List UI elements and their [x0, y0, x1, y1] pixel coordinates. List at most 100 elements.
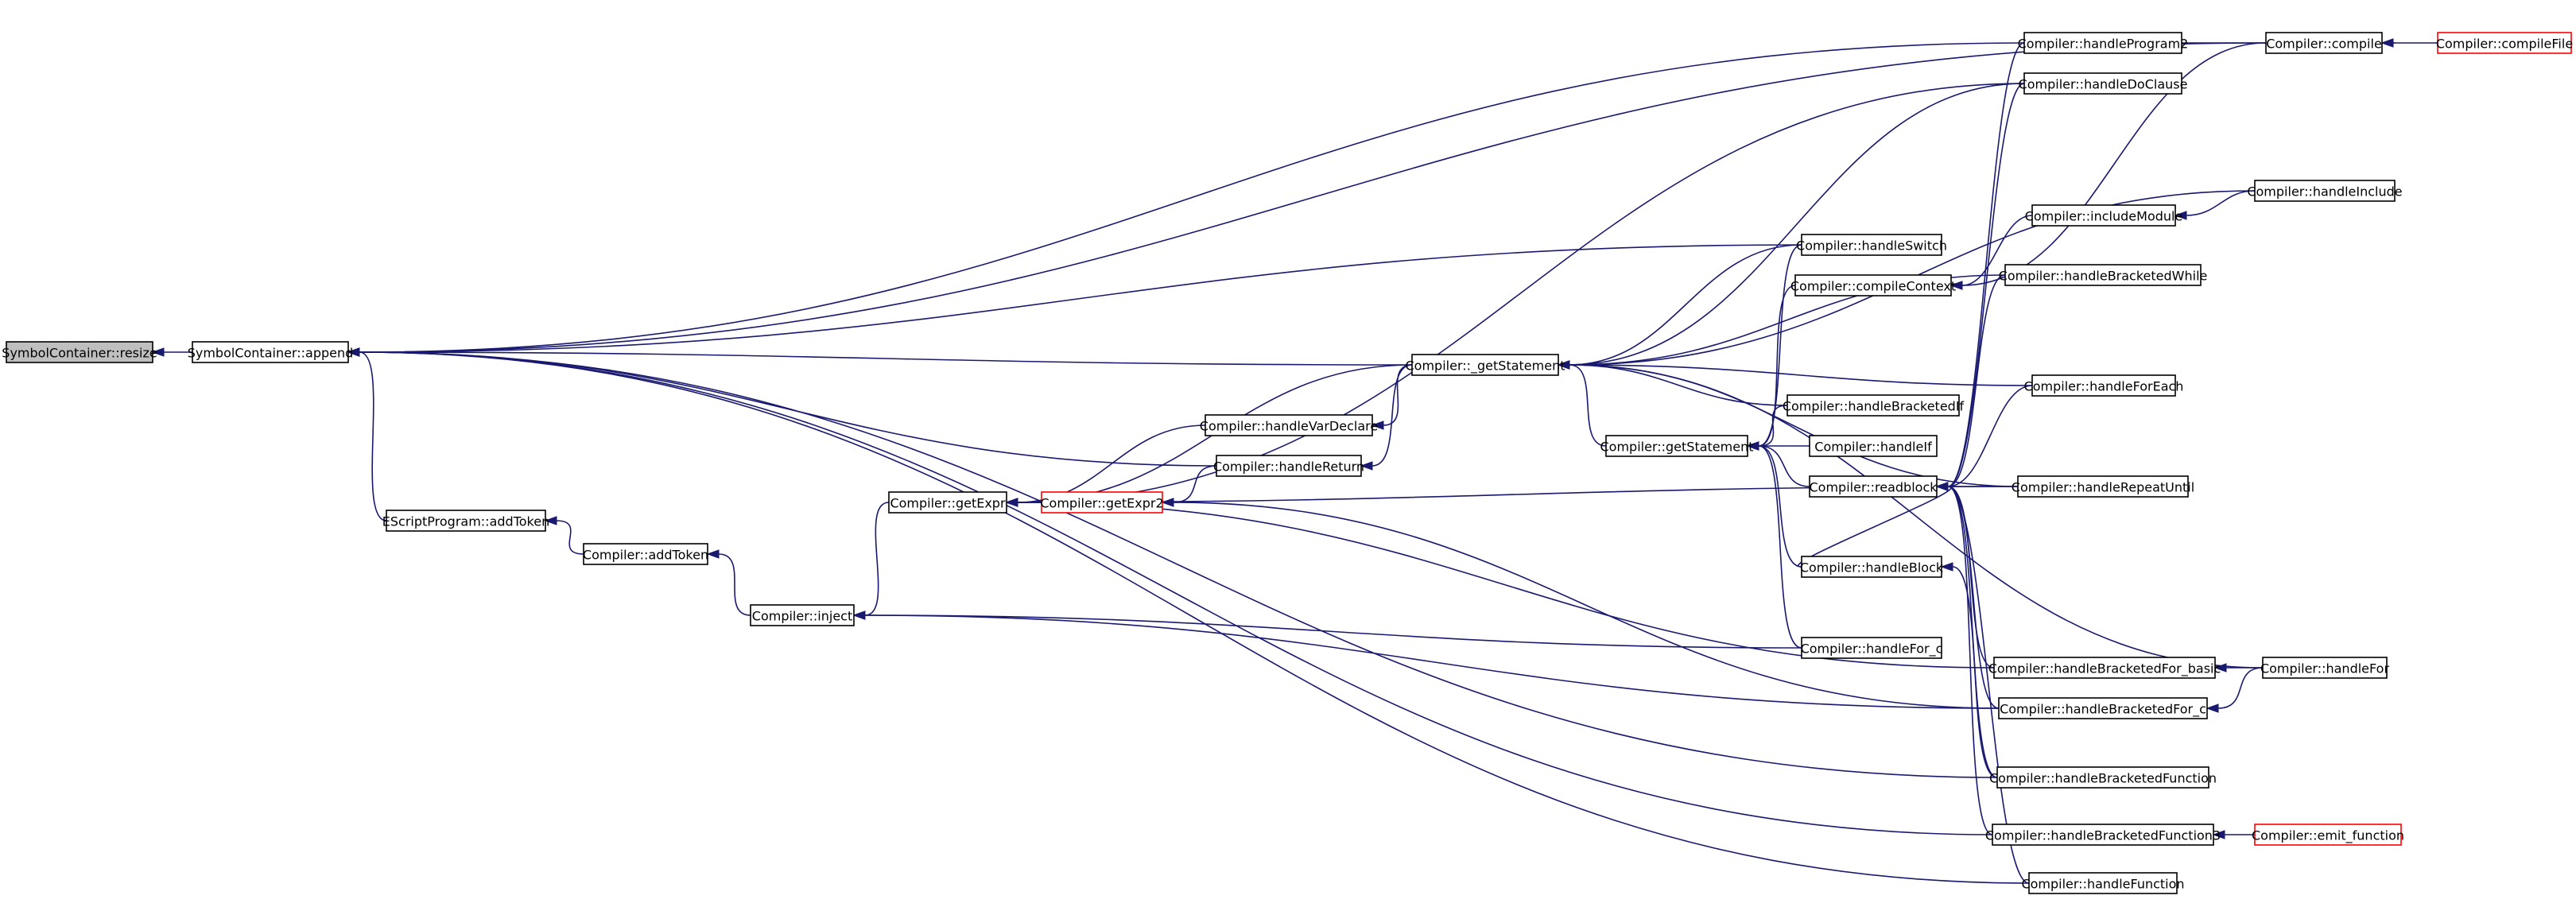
node-box — [386, 510, 546, 532]
edge-forEach-to-_getStatement — [1569, 364, 2033, 386]
node-label: Compiler::handleProgram2 — [2018, 37, 2189, 52]
node-handleInclude[interactable]: Compiler::handleInclude — [2247, 180, 2403, 202]
node-addToken[interactable]: Compiler::addToken — [583, 543, 708, 565]
node-label: Compiler::handleVarDeclare — [1200, 419, 1378, 434]
node-getExpr2[interactable]: Compiler::getExpr2 — [1040, 491, 1164, 514]
edge-compileContext-to-getStatement — [1758, 285, 1796, 447]
node-forEach[interactable]: Compiler::handleForEach — [2024, 374, 2184, 397]
edge-arrowhead — [1557, 360, 1570, 370]
edge-getStatement-to-_getStatement — [1569, 364, 1607, 447]
edge-arrowhead — [1005, 498, 1018, 507]
edge-bFunction3-to-append — [359, 351, 1993, 835]
node-handleSwitch[interactable]: Compiler::handleSwitch — [1796, 234, 1947, 256]
node-label: SymbolContainer::append — [188, 346, 354, 361]
node-getExpr[interactable]: Compiler::getExpr — [888, 491, 1007, 514]
node-handleFor[interactable]: Compiler::handleFor — [2260, 657, 2389, 679]
node-box — [1809, 435, 1938, 457]
node-box — [1605, 435, 1748, 457]
edge-bForC-to-inject — [864, 614, 2000, 709]
node-compileFile[interactable]: Compiler::compileFile — [2436, 32, 2573, 54]
node-repeatUntil[interactable]: Compiler::handleRepeatUntil — [2012, 475, 2194, 498]
node-label: Compiler::handleForEach — [2024, 379, 2184, 394]
node-box — [1996, 766, 2209, 789]
edge-addToken-to-esAddToken — [556, 520, 584, 555]
node-label: Compiler::handleIf — [1814, 440, 1932, 455]
node-box — [2262, 657, 2388, 679]
node-label: Compiler::handleBracketedIf — [1783, 399, 1965, 414]
node-label: Compiler::handleSwitch — [1796, 238, 1947, 254]
node-box — [1411, 354, 1559, 376]
node-bFunction3[interactable]: Compiler::handleBracketedFunction3 — [1985, 824, 2221, 846]
edge-handleBlock-to-readblock — [1798, 486, 1952, 568]
edge-arrowhead — [347, 347, 360, 357]
node-getStatement[interactable]: Compiler::getStatement — [1600, 435, 1754, 457]
node-label: Compiler::handleBracketedFunction — [1989, 771, 2217, 786]
edge-bracketedIf-to-_getStatement — [1569, 364, 1788, 406]
node-label: SymbolContainer::resize — [2, 346, 157, 361]
node-compile[interactable]: Compiler::compile — [2265, 32, 2383, 54]
edge-arrowhead — [544, 516, 557, 525]
edge-forEach-to-readblock — [1947, 385, 2033, 487]
node-label: Compiler::handleReturn — [1213, 459, 1364, 475]
node-label: Compiler::compileContext — [1790, 279, 1956, 294]
edge-doClause-to-getExpr — [1017, 83, 2025, 503]
node-box — [1801, 556, 1942, 578]
edge-repeatUntil-to-_getStatement — [1569, 364, 2019, 487]
node-box — [2028, 872, 2178, 894]
edge-varDeclare-to-getExpr — [1017, 424, 1206, 503]
node-handleIf[interactable]: Compiler::handleIf — [1809, 435, 1938, 457]
edge-arrowhead — [1360, 461, 1373, 471]
node-box — [2437, 32, 2572, 54]
node-doClause[interactable]: Compiler::handleDoClause — [2019, 72, 2188, 95]
node-emitFunction[interactable]: Compiler::emit_function — [2252, 824, 2404, 846]
edge-arrowhead — [1371, 421, 1384, 430]
node-label: EScriptProgram::addToken — [382, 514, 549, 529]
node-box — [1787, 394, 1960, 417]
node-esAddToken[interactable]: EScriptProgram::addToken — [382, 510, 549, 532]
node-label: Compiler::handleBracketedFor_basic — [1988, 661, 2221, 677]
edge-arrowhead — [1949, 281, 1963, 290]
edge-arrowhead — [2213, 663, 2227, 672]
node-box — [1998, 697, 2208, 719]
node-includeModule[interactable]: Compiler::includeModule — [2025, 204, 2183, 227]
node-box — [583, 543, 708, 565]
edge-handleSwitch-to-_getStatement — [1569, 244, 1802, 366]
node-handleBlock[interactable]: Compiler::handleBlock — [1800, 556, 1944, 578]
node-label: Compiler::handleBracketedFor_c — [2000, 702, 2206, 718]
node-box — [2254, 180, 2396, 202]
node-label: Compiler::getStatement — [1600, 440, 1754, 455]
node-box — [2031, 204, 2176, 227]
node-bFunction[interactable]: Compiler::handleBracketedFunction — [1989, 766, 2217, 789]
node-label: Compiler::getExpr — [890, 496, 1006, 511]
node-label: Compiler::_getStatement — [1406, 359, 1565, 374]
node-readblock[interactable]: Compiler::readblock — [1809, 475, 1938, 498]
edge-program2-to-readblock — [1947, 42, 2025, 487]
edge-arrowhead — [2206, 704, 2219, 713]
node-box — [1041, 491, 1163, 514]
node-handleReturn[interactable]: Compiler::handleReturn — [1213, 455, 1364, 477]
edge-handleReturn-to-getExpr2 — [1173, 465, 1217, 503]
node-_getStatement[interactable]: Compiler::_getStatement — [1406, 354, 1565, 376]
node-bForBasic[interactable]: Compiler::handleBracketedFor_basic — [1988, 657, 2221, 679]
node-bracketedWhile[interactable]: Compiler::handleBracketedWhile — [1999, 264, 2208, 286]
edge-includeModule-to-compileContext — [1961, 215, 2033, 286]
node-append[interactable]: SymbolContainer::append — [188, 341, 354, 363]
node-box — [888, 491, 1007, 514]
node-box — [1794, 274, 1952, 297]
node-inject[interactable]: Compiler::inject — [750, 604, 855, 626]
node-varDeclare[interactable]: Compiler::handleVarDeclare — [1200, 414, 1378, 436]
node-bForC[interactable]: Compiler::handleBracketedFor_c — [1998, 697, 2208, 719]
node-compileContext[interactable]: Compiler::compileContext — [1790, 274, 1956, 297]
edge-readblock-to-getStatement — [1758, 445, 1810, 487]
node-program2[interactable]: Compiler::handleProgram2 — [2018, 32, 2189, 54]
node-forC[interactable]: Compiler::handleFor_c — [1801, 637, 1943, 659]
node-label: Compiler::handleBracketedWhile — [1999, 269, 2208, 284]
edge-arrowhead — [2174, 211, 2187, 220]
node-resize[interactable]: SymbolContainer::resize — [2, 341, 157, 363]
call-nodes: SymbolContainer::resize SymbolContainer::… — [2, 32, 2573, 894]
edge-arrowhead — [1161, 498, 1174, 507]
node-bracketedIf[interactable]: Compiler::handleBracketedIf — [1783, 394, 1965, 417]
node-handleFunction[interactable]: Compiler::handleFunction — [2021, 872, 2185, 894]
node-box — [2023, 72, 2182, 95]
edge-_getStatement-to-append — [359, 351, 1413, 366]
